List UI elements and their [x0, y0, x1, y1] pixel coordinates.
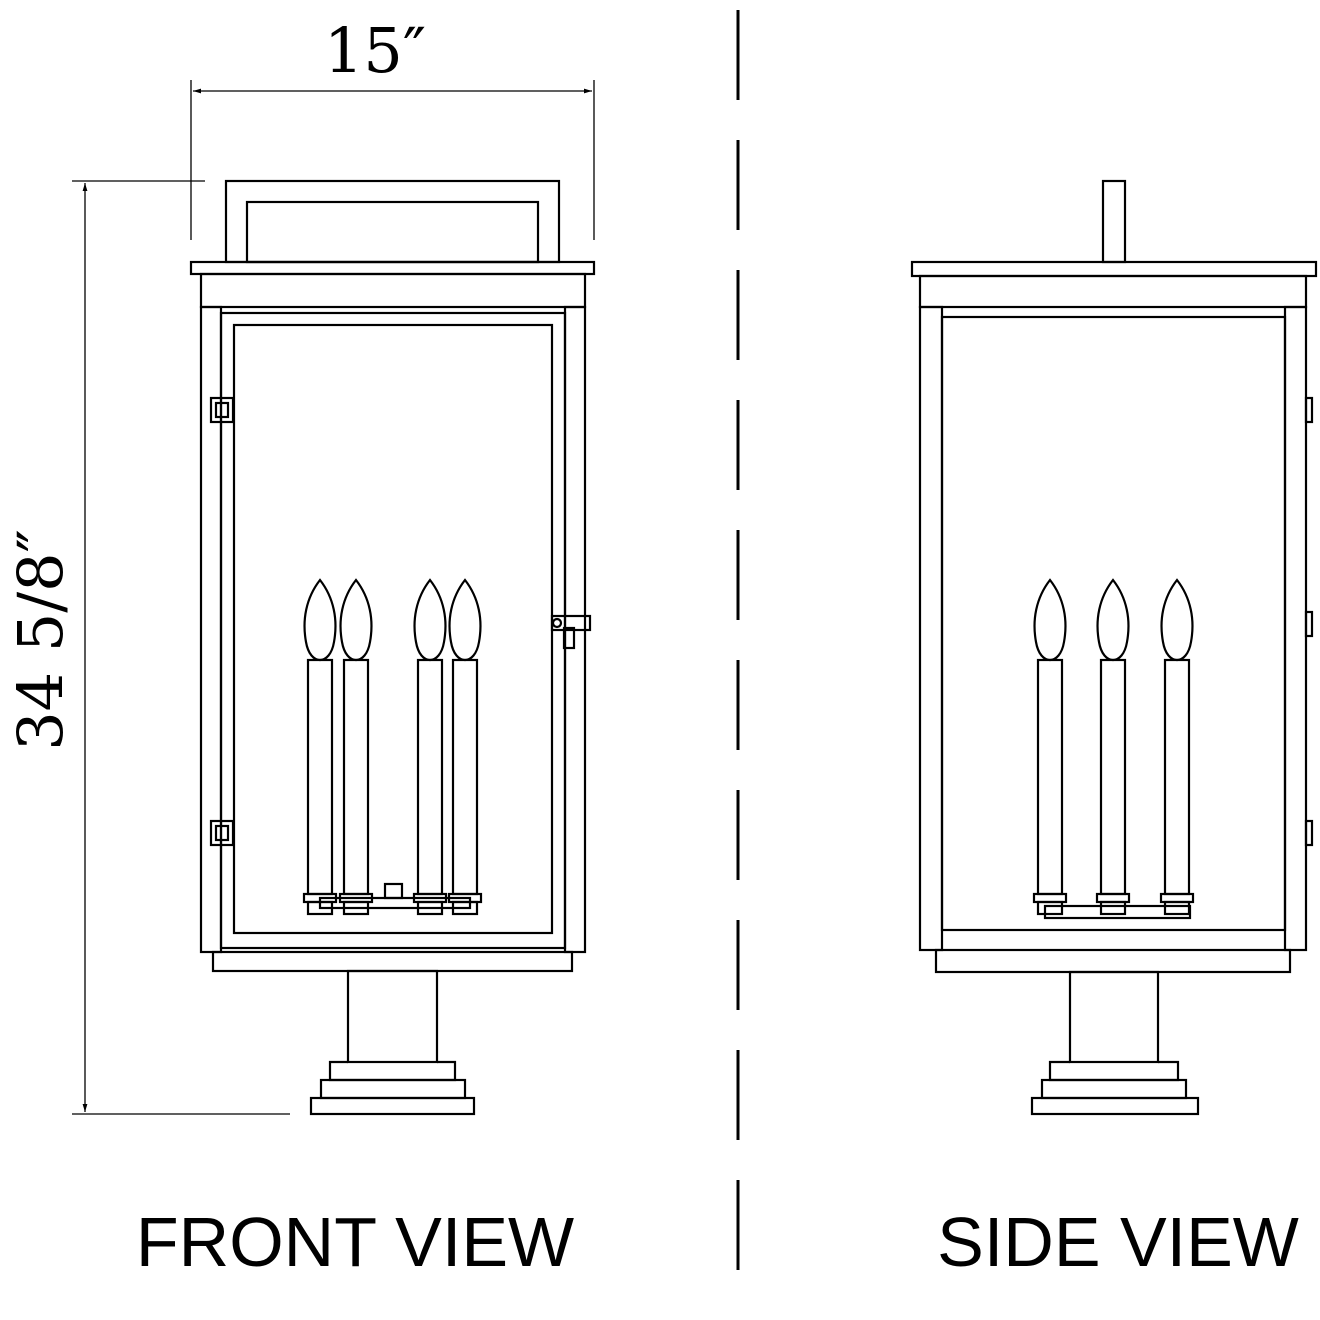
- width-label: 15″: [324, 14, 426, 87]
- candle: [447, 578, 483, 916]
- side-view-label: SIDE VIEW: [937, 1203, 1299, 1281]
- latch: [550, 614, 592, 650]
- height-dimension: 34 5/8″: [4, 180, 290, 1115]
- top-stem: [1101, 179, 1127, 264]
- pier: [1068, 970, 1160, 1064]
- front-view-label: FRONT VIEW: [136, 1203, 574, 1281]
- candle: [1032, 578, 1068, 916]
- candle: [338, 578, 374, 916]
- candle: [1159, 578, 1195, 916]
- candle: [302, 578, 338, 916]
- base-plate: [309, 1096, 476, 1116]
- handle-outer: [224, 179, 561, 264]
- candle: [1095, 578, 1131, 916]
- cap: [189, 260, 596, 276]
- height-label: 34 5/8″: [4, 529, 77, 751]
- width-dimension: 15″: [190, 14, 595, 240]
- side-view: [910, 179, 1318, 1116]
- candle: [412, 578, 448, 916]
- base-plate: [1030, 1096, 1200, 1116]
- door-frame: [219, 311, 567, 950]
- hinge: [209, 396, 235, 424]
- glass-panel: [940, 315, 1287, 932]
- hinge: [209, 819, 235, 847]
- front-view: [189, 179, 596, 1116]
- pier: [346, 969, 439, 1064]
- handle-inner: [245, 200, 540, 264]
- glass-panel: [232, 323, 554, 935]
